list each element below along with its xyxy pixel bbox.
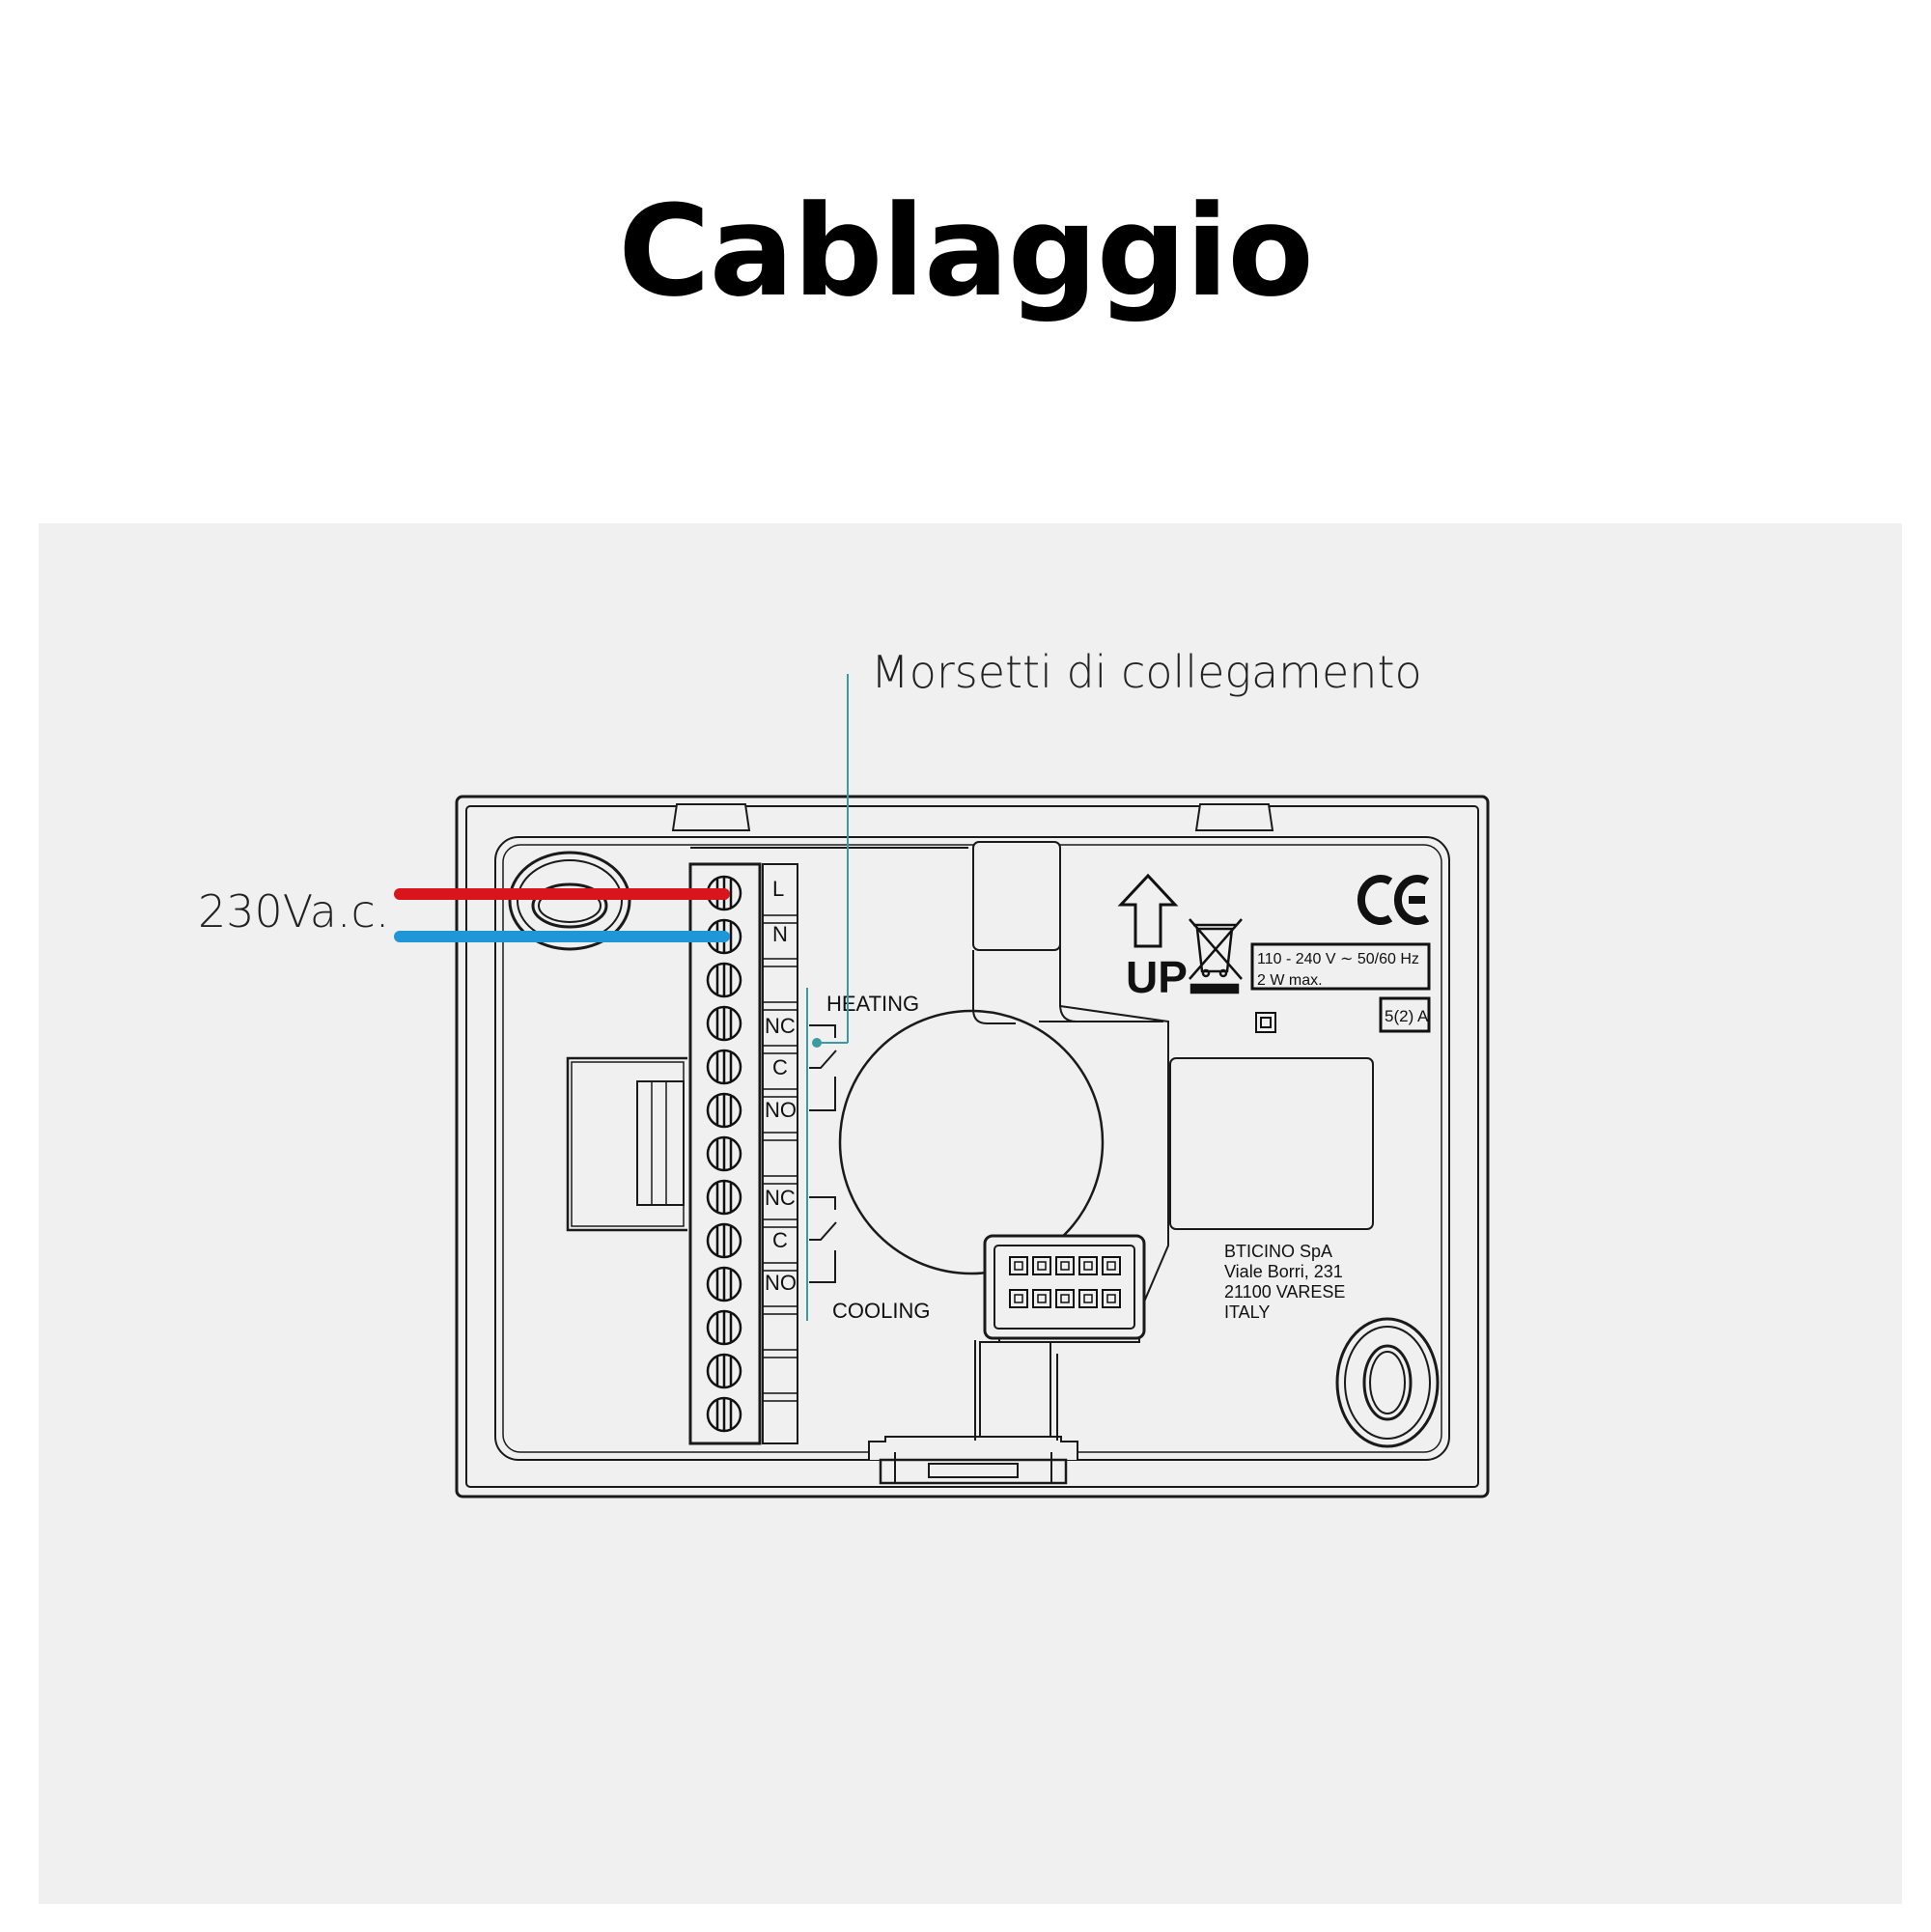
connector-pin xyxy=(1032,1256,1051,1275)
arrow-up-icon xyxy=(1117,873,1179,948)
terminal-cooling-c-label: C xyxy=(772,1228,788,1252)
terminal-labels: L N NC C NO NC C NO xyxy=(765,877,797,1295)
connector-pin xyxy=(1055,1256,1075,1275)
page-title: Cablaggio xyxy=(618,178,1313,324)
terminal-divider xyxy=(763,1262,798,1272)
screw-icon xyxy=(706,1092,742,1129)
connector-pin-core xyxy=(1037,1261,1047,1271)
terminal-divider xyxy=(763,914,798,924)
connector-pin-core xyxy=(1060,1294,1070,1303)
heating-label: HEATING xyxy=(826,992,919,1016)
relay-rating-box: 5(2) A xyxy=(1379,996,1431,1033)
connector-pin xyxy=(1009,1256,1028,1275)
rating-line2: 2 W max. xyxy=(1257,972,1323,989)
cooling-label: COOLING xyxy=(832,1299,930,1323)
connector-pin xyxy=(1078,1289,1098,1308)
screw-icon xyxy=(706,962,742,998)
terminal-divider xyxy=(763,1392,798,1402)
manufacturer-line-1: BTICINO SpA xyxy=(1224,1242,1332,1261)
crossed-bin-icon xyxy=(1189,918,1243,994)
connector-pin-core xyxy=(1037,1294,1047,1303)
supply-wires xyxy=(394,888,730,942)
manufacturer-line-3: 21100 VARESE xyxy=(1224,1282,1345,1302)
terminal-divider xyxy=(763,1305,798,1315)
connector-pin-core xyxy=(1106,1294,1116,1303)
connector-pin-core xyxy=(1083,1294,1093,1303)
screw-icon xyxy=(706,1309,742,1346)
mounting-hole-bottom-right xyxy=(1335,1317,1440,1448)
terminal-divider xyxy=(763,1045,798,1054)
screw-icon xyxy=(706,1353,742,1389)
connector-pin-core xyxy=(1106,1261,1116,1271)
screw-icon xyxy=(706,1396,742,1433)
connector-pin xyxy=(1102,1289,1121,1308)
terminal-divider xyxy=(763,1088,798,1098)
diagram-panel xyxy=(39,523,1902,1904)
device-back-plate xyxy=(455,795,1490,1498)
double-insulation-icon xyxy=(1255,1012,1276,1033)
terminals-callout-label: Morsetti di collegamento xyxy=(871,646,1422,698)
screw-icon xyxy=(706,1266,742,1302)
connector-pin xyxy=(1032,1289,1051,1308)
rating-line1: 110 - 240 V ∼ 50/60 Hz xyxy=(1257,951,1419,967)
terminal-divider xyxy=(763,1218,798,1228)
connector-pin xyxy=(1009,1289,1028,1308)
connector-pin xyxy=(1078,1256,1098,1275)
terminal-cooling-nc-label: NC xyxy=(765,1186,796,1210)
terminal-heating-nc-label: NC xyxy=(765,1014,796,1038)
terminal-divider xyxy=(763,1001,798,1011)
connector-pin-core xyxy=(1060,1261,1070,1271)
manufacturer-line-2: Viale Borri, 231 xyxy=(1224,1262,1343,1281)
pin-connector xyxy=(983,1234,1146,1340)
screw-icon xyxy=(706,1222,742,1259)
terminals-callout xyxy=(812,674,849,1048)
relay-contacts xyxy=(806,988,837,1321)
terminal-heating-c-label: C xyxy=(772,1055,788,1079)
screw-icon xyxy=(706,1135,742,1172)
terminal-divider xyxy=(763,1349,798,1358)
terminal-divider xyxy=(763,958,798,967)
manufacturer-line-4: ITALY xyxy=(1224,1302,1270,1322)
manufacturer-address: BTICINO SpA Viale Borri, 231 21100 VARES… xyxy=(1224,1242,1345,1322)
terminal-divider xyxy=(763,1175,798,1185)
screw-icon xyxy=(706,1179,742,1216)
internal-board xyxy=(690,841,1374,1441)
terminal-heating-no-label: NO xyxy=(765,1098,797,1122)
connector-pin-core xyxy=(1083,1261,1093,1271)
relay-rating: 5(2) A xyxy=(1385,1007,1429,1025)
ce-mark-icon xyxy=(1357,875,1430,925)
rating-label-box: 110 - 240 V ∼ 50/60 Hz 2 W max. xyxy=(1250,942,1431,991)
terminal-block xyxy=(688,862,798,1445)
terminal-n-label: N xyxy=(772,922,788,946)
connector-pin-core xyxy=(1014,1294,1023,1303)
screw-icon xyxy=(706,1049,742,1085)
terminal-cooling-no-label: NO xyxy=(765,1271,797,1295)
connector-pin xyxy=(1055,1289,1075,1308)
terminal-divider xyxy=(763,1132,798,1141)
connector-pin xyxy=(1102,1256,1121,1275)
up-label: UP xyxy=(1126,952,1188,1002)
connector-pin-core xyxy=(1014,1261,1023,1271)
screw-icon xyxy=(706,1005,742,1042)
terminal-l-label: L xyxy=(772,877,784,901)
supply-voltage-label: 230Va.c. xyxy=(198,885,389,938)
